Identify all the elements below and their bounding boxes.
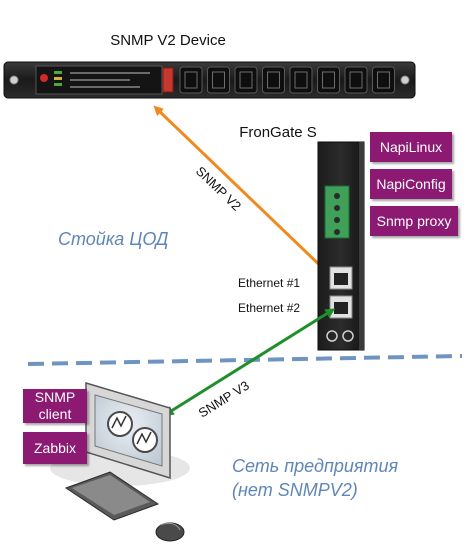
snmp-v3-link <box>163 308 336 416</box>
snmp-client-line-1: SNMP <box>34 389 76 405</box>
snmp-v2-label: SNMP V2 <box>193 163 244 213</box>
module-napiconfig: NapiConfig <box>370 169 452 199</box>
socket-slot <box>349 71 363 89</box>
power-socket-icon <box>207 66 230 94</box>
snmp-v2-link <box>153 105 334 279</box>
pdu-status-led-icon <box>40 74 48 82</box>
datacenter-zone-label: Стойка ЦОД <box>58 229 169 249</box>
socket-slot <box>377 71 390 89</box>
ground-icon <box>342 330 354 342</box>
device-title: SNMP V2 Device <box>110 32 226 49</box>
ethernet-2-label: Ethernet #2 <box>238 301 300 315</box>
ethernet-1-label: Ethernet #1 <box>238 276 300 290</box>
socket-slot <box>184 71 198 89</box>
socket-slot <box>294 71 308 89</box>
snmp-v3-label: SNMP V3 <box>196 378 252 421</box>
module-zabbix: Zabbix <box>23 432 87 464</box>
snmp-client-line-2: client <box>38 406 72 422</box>
power-socket-icon <box>262 66 285 94</box>
zone-divider <box>27 354 463 366</box>
power-socket-icon <box>234 66 258 94</box>
enterprise-zone-label: Сеть предприятия <box>232 456 399 476</box>
module-napilinux: NapiLinux <box>370 132 452 162</box>
gateway-title: FronGate S <box>239 124 317 141</box>
module-snmp-client: SNMP client <box>23 389 87 423</box>
socket-slot <box>212 71 225 89</box>
mouse-icon <box>155 522 185 542</box>
power-socket-icon <box>344 66 368 94</box>
gateway-device <box>317 141 365 351</box>
power-socket-icon <box>317 66 340 94</box>
pdu-device <box>3 61 416 99</box>
module-snmp-proxy: Snmp proxy <box>370 206 458 236</box>
power-socket-icon <box>289 66 313 94</box>
workstation <box>50 381 190 542</box>
pdu-power-switch-icon <box>162 67 174 93</box>
power-socket-icon <box>179 66 203 94</box>
socket-slot <box>239 71 253 89</box>
power-socket-icon <box>372 66 395 94</box>
enterprise-zone-note: (нет SNMPV2) <box>232 480 358 500</box>
socket-slot <box>322 71 335 89</box>
socket-slot <box>267 71 280 89</box>
